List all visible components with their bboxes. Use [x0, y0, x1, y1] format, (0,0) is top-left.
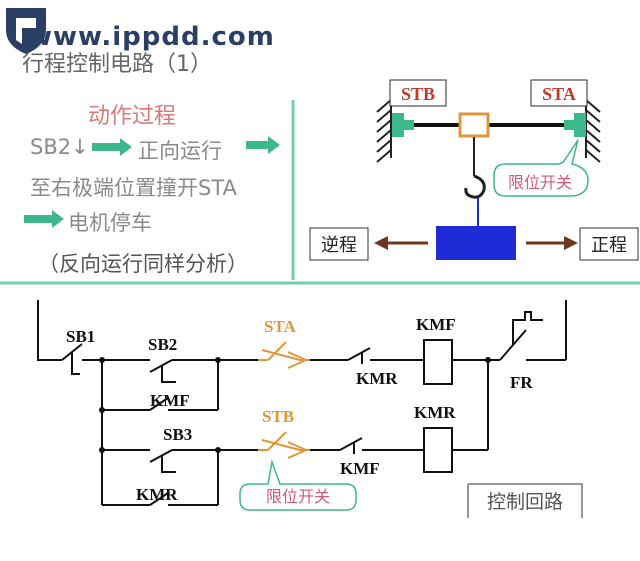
control-circuit-label: 控制回路: [487, 491, 563, 513]
process-step1-a: SB2↓: [30, 135, 89, 159]
kmf-nc-label: KMF: [340, 459, 380, 478]
kmr-hold-label: KMR: [136, 485, 178, 504]
arrow-icon: [24, 210, 64, 228]
slider-block: [458, 112, 490, 138]
sta-switch-block: [564, 113, 586, 137]
sb3-label: SB3: [163, 425, 192, 444]
sb1-label: SB1: [66, 327, 95, 346]
sb2-label: SB2: [148, 335, 177, 354]
logo-shield-icon: [6, 8, 46, 54]
process-step3: 电机停车: [68, 211, 152, 235]
stb-switch-block: [392, 113, 414, 137]
forward-arrow-icon: [526, 236, 578, 250]
process-step2: 至右极端位置撞开STA: [30, 176, 237, 200]
process-note: （反向运行同样分析）: [38, 252, 248, 276]
stb-label-box: [389, 79, 447, 107]
process-heading: 动作过程: [88, 104, 177, 129]
watermark-text: www.ippdd.com: [28, 22, 275, 52]
kmf-coil-label: KMF: [416, 315, 456, 334]
right-wall: [585, 98, 601, 163]
control-circuit-box: [467, 483, 583, 518]
forward-label-box: [579, 227, 639, 261]
limit-switch-bottom-text: 限位开关: [266, 487, 330, 506]
sta-label-box: [530, 79, 588, 107]
reverse-label-box: [309, 227, 369, 261]
arrow-icon: [246, 136, 280, 154]
reverse-arrow-icon: [374, 236, 428, 250]
junction-dots: [99, 357, 491, 453]
stb-circuit-label: STB: [262, 407, 294, 426]
kmr-nc-label: KMR: [356, 369, 398, 388]
arrow-icon: [92, 138, 132, 156]
limit-switch-callout-bottom: [239, 459, 357, 511]
sta-label: STA: [542, 84, 576, 104]
reverse-label: 逆程: [321, 235, 357, 256]
sta-limit-contact: [258, 341, 310, 369]
fr-label: FR: [510, 373, 533, 392]
sta-circuit-label: STA: [264, 317, 297, 336]
stb-label: STB: [401, 84, 435, 104]
kmf-hold-label: KMF: [150, 391, 190, 410]
load-block: [436, 226, 516, 260]
left-wall: [376, 98, 392, 163]
hook-icon: [464, 174, 486, 199]
kmr-coil-label: KMR: [414, 403, 456, 422]
circuit-wires: [37, 300, 567, 506]
forward-label: 正程: [591, 235, 627, 256]
limit-switch-callout-text: 限位开关: [508, 173, 572, 192]
stb-limit-contact: [258, 431, 310, 459]
process-step1-b: 正向运行: [138, 139, 222, 163]
limit-switch-callout: [493, 139, 589, 197]
page-title: 行程控制电路（1）: [22, 52, 212, 77]
